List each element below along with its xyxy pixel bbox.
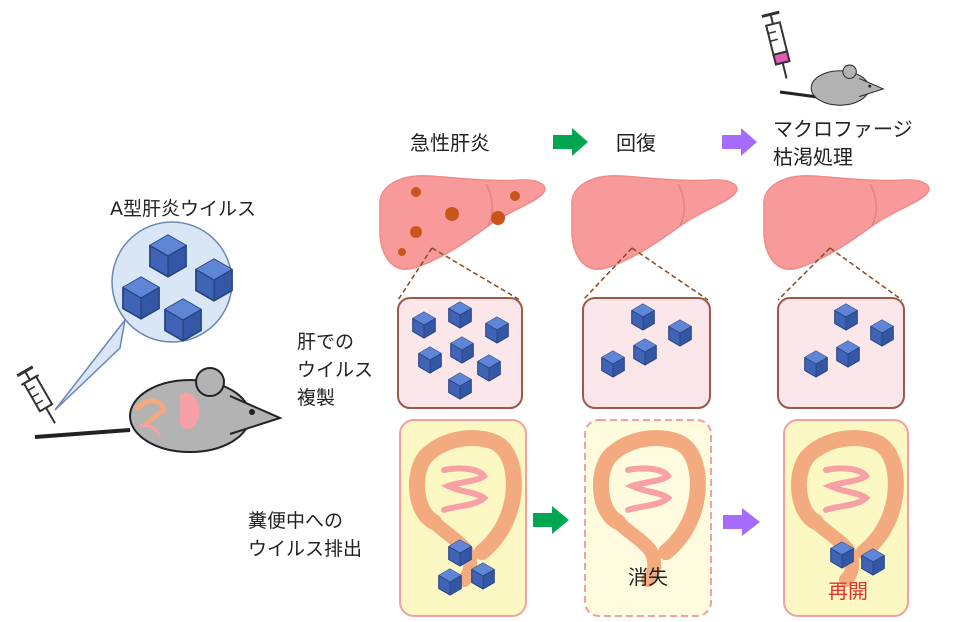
arrow-icon: [722, 128, 757, 156]
liver-replication-box: [777, 297, 905, 409]
infected-mouse: A型肝炎ウイルス: [14, 198, 281, 453]
lesion: [510, 191, 520, 201]
stage-label-acute: 急性肝炎: [410, 131, 490, 155]
arrow-icon: [553, 128, 588, 156]
liver-replication-box: [397, 297, 523, 409]
feces-box: [399, 419, 527, 617]
liver-icon: [571, 175, 738, 270]
mouse-icon: [129, 367, 281, 453]
liver-icon: [763, 175, 930, 270]
virus-title: A型肝炎ウイルス: [110, 198, 256, 220]
lesion: [398, 248, 406, 256]
feces-row-label-line2: ウイルス排出: [248, 538, 362, 560]
stage-label-recovery: 回復: [616, 131, 656, 155]
mouse-icon: [810, 64, 884, 106]
callout-tail: [54, 319, 126, 411]
liver-replication-box: [582, 297, 711, 409]
arrow-icon: [533, 506, 569, 534]
stage-label-depletion-line2: 枯渇処理: [773, 145, 853, 169]
lesion: [491, 211, 505, 225]
liver-row-label-line3: 複製: [297, 387, 335, 409]
treated-mouse: [761, 10, 884, 106]
lesion: [410, 226, 422, 238]
feces-status-recovery: 消失: [628, 565, 668, 589]
syringe-icon: [14, 364, 66, 430]
mouse-tail: [34, 428, 131, 439]
zoom-lines: [397, 247, 903, 301]
feces-status-depletion: 再開: [828, 579, 868, 603]
lesion: [445, 207, 459, 221]
syringe-icon: [761, 10, 791, 79]
stage-label-depletion-line1: マクロファージ: [773, 117, 913, 141]
liver-row-label-line1: 肝での: [297, 331, 354, 353]
feces-box: 消失: [584, 419, 712, 617]
arrow-icon: [723, 508, 760, 536]
liver-row-label-line2: ウイルス: [297, 359, 373, 381]
lesion: [411, 187, 421, 197]
liver-icon: [379, 175, 546, 270]
feces-row-label-line1: 糞便中への: [248, 510, 343, 532]
feces-box: 再開: [783, 419, 909, 617]
